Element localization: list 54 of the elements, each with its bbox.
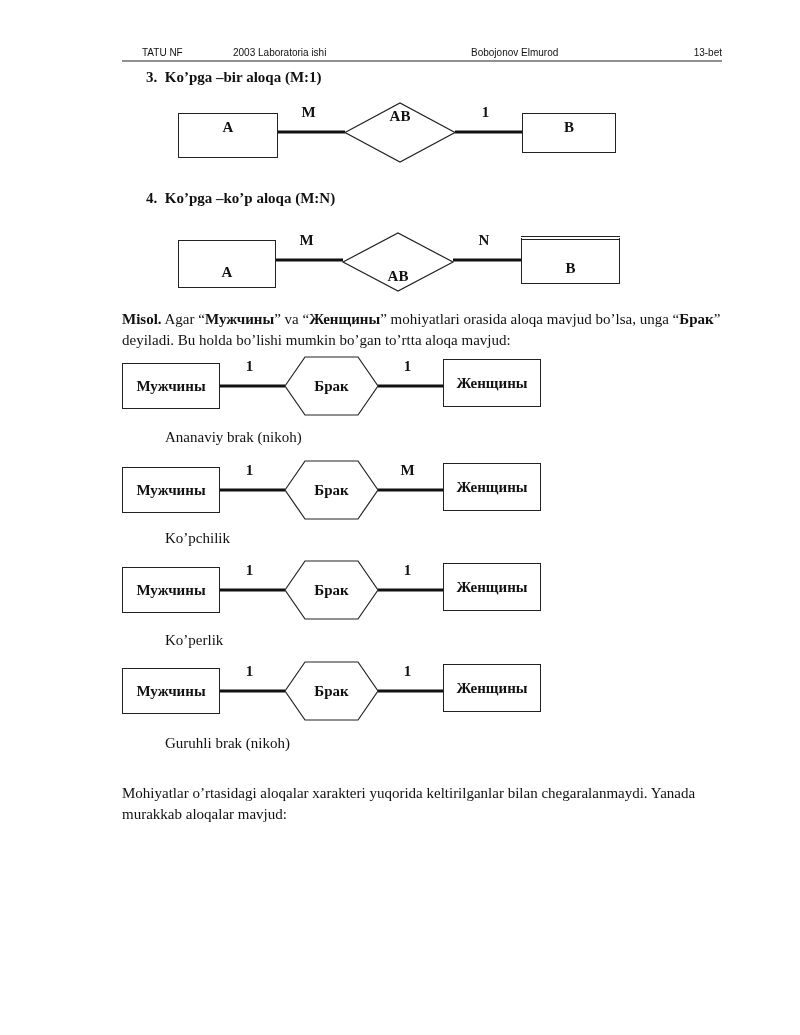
- entity-box: Мужчины: [122, 467, 220, 513]
- cardinality-label: M: [398, 462, 417, 478]
- relationship-hexagon: Брак: [285, 357, 378, 415]
- paragraph: Mohiyatlar o’rtasidagi aloqalar xarakteri yuqorida keltirilganlar bilan chegaralanmaydi. Yanada murakkab aloqalar mavjud:: [122, 784, 697, 824]
- entity-box: Мужчины: [122, 668, 220, 714]
- header-text: 2003 Laboratoria ishi: [233, 47, 327, 58]
- cardinality-label: N: [476, 232, 492, 248]
- connector-line: [220, 588, 285, 592]
- cardinality-label: 1: [243, 462, 256, 478]
- entity-box: A: [178, 113, 278, 158]
- cardinality-label: 1: [401, 663, 414, 679]
- entity-box: Мужчины: [122, 363, 220, 409]
- relationship-hexagon: Брак: [285, 461, 378, 519]
- cardinality-label: 1: [243, 663, 256, 679]
- connector-line: [220, 689, 285, 693]
- relationship-diamond: AB: [343, 233, 453, 291]
- diagram-caption: Ananaviy brak (nikoh): [165, 429, 302, 446]
- cardinality-label: 1: [243, 358, 256, 374]
- paragraph: Misol. Agar “Мужчины” va “Женщины” mohiyatlari orasida aloqa mavjud bo’lsa, unga “Брак” deyiladi. Bu holda bo’lishi mumkin bo’gan to’rtta aloqa mavjud:: [122, 310, 722, 350]
- entity-box: B: [521, 236, 620, 284]
- cardinality-label: 1: [401, 562, 414, 578]
- relationship-hexagon: Брак: [285, 662, 378, 720]
- connector-line: [276, 258, 343, 262]
- header-text: TATU NF: [142, 47, 183, 58]
- entity-box: Женщины: [443, 563, 541, 611]
- relationship-diamond: AB: [345, 103, 455, 162]
- connector-line: [455, 130, 522, 134]
- connector-line: [378, 588, 443, 592]
- header-text: Bobojonov Elmurod: [471, 47, 559, 58]
- section-heading: 3. Ko’pga –bir aloqa (M:1): [146, 69, 322, 86]
- cardinality-label: 1: [243, 562, 256, 578]
- connector-line: [278, 130, 345, 134]
- cardinality-label: 1: [401, 358, 414, 374]
- section-heading: 4. Ko’pga –ko’p aloqa (M:N): [146, 190, 336, 207]
- cardinality-label: M: [297, 232, 316, 248]
- cardinality-label: M: [299, 104, 318, 120]
- connector-line: [453, 258, 521, 262]
- connector-line: [378, 689, 443, 693]
- cardinality-label: 1: [479, 104, 492, 120]
- connector-line: [220, 384, 285, 388]
- connector-line: [220, 488, 285, 492]
- entity-box: Женщины: [443, 463, 541, 511]
- diagram-caption: Guruhli brak (nikoh): [165, 735, 290, 752]
- entity-box: Мужчины: [122, 567, 220, 613]
- diagram-caption: Ko’pchilik: [165, 530, 230, 547]
- page-number: 13-bet: [692, 47, 722, 58]
- entity-box: Женщины: [443, 664, 541, 712]
- entity-box: A: [178, 240, 276, 288]
- relationship-hexagon: Брак: [285, 561, 378, 619]
- connector-line: [378, 488, 443, 492]
- diagram-caption: Ko’perlik: [165, 632, 224, 649]
- connector-line: [378, 384, 443, 388]
- entity-box: B: [522, 113, 616, 153]
- entity-box: Женщины: [443, 359, 541, 407]
